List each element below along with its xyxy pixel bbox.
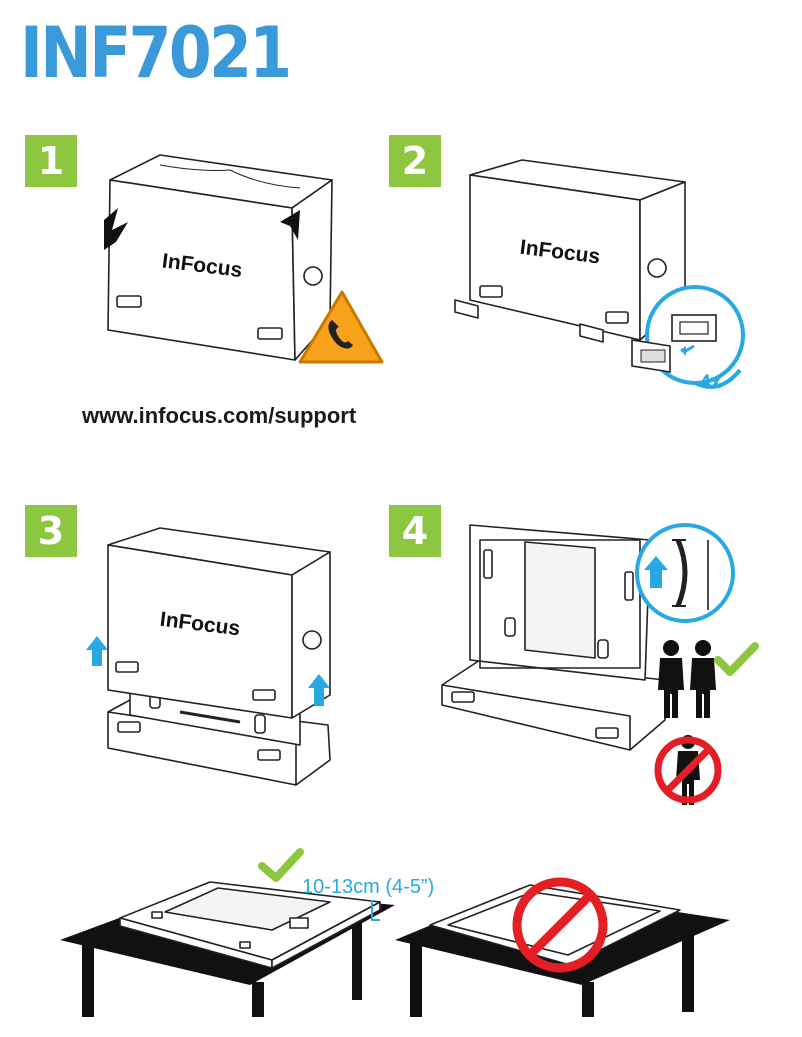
up-arrow-icon xyxy=(86,636,330,706)
panel-on-left-table xyxy=(119,881,381,969)
step2-detail-callout xyxy=(631,285,745,389)
dimension-bracket xyxy=(371,900,380,921)
prohibited-icon xyxy=(512,877,608,973)
step-badge-4: 4 xyxy=(389,505,441,557)
support-url: www.infocus.com/support xyxy=(82,403,357,428)
two-persons-icon xyxy=(658,640,716,718)
handle-detail-callout xyxy=(635,523,735,623)
quantity-label: 4x xyxy=(700,372,722,393)
step-badge-3: 3 xyxy=(25,505,77,557)
document-title: INF7021 xyxy=(20,12,292,94)
prohibited-icon xyxy=(654,735,722,805)
step-badge-2: 2 xyxy=(389,135,441,187)
dimension-label: 10-13cm (4-5”) xyxy=(302,876,435,898)
phone-warning-icon xyxy=(298,290,384,364)
checkmark-icon xyxy=(714,642,759,676)
checkmark-icon xyxy=(258,848,304,882)
step-badge-1: 1 xyxy=(25,135,77,187)
